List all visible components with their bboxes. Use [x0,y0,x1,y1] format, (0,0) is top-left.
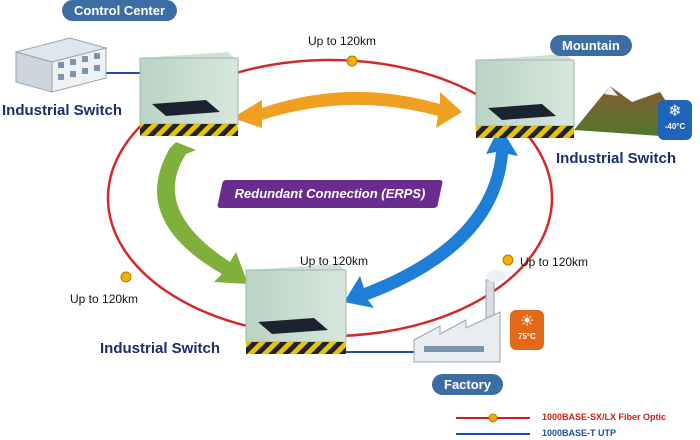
sun-thermometer-icon: ☀ [519,313,535,330]
switch-cabinet-top-right [475,54,576,138]
legend-fiber-label: 1000BASE-SX/LX Fiber Optic [542,412,667,422]
green-arrow [157,142,248,284]
switch-label-top-left: Industrial Switch [2,102,123,119]
distance-label-left: Up to 120km [70,292,139,306]
hot-temperature-badge: ☀ 75°C [510,310,544,350]
erps-banner-text: Redundant Connection (ERPS) [234,186,426,201]
switch-label-top-right: Industrial Switch [556,150,677,167]
cold-temperature-value: -40°C [664,122,686,131]
legend-fiber-marker [488,413,498,423]
fiber-marker-top [346,55,358,67]
distance-label-top: Up to 120km [308,34,377,48]
switch-cabinet-top-left [139,52,239,136]
switch-cabinet-bottom [245,264,348,354]
blue-arrow [344,126,518,308]
fiber-marker-left [120,271,132,283]
control-center-building-icon [14,37,108,93]
snowflake-thermometer-icon: ❄ [668,103,682,120]
distance-label-right: Up to 120km [520,255,589,269]
legend-utp-label: 1000BASE-T UTP [542,428,617,438]
location-label-control-center: Control Center [62,0,177,21]
erps-banner: Redundant Connection (ERPS) [217,180,443,208]
location-label-mountain: Mountain [550,35,632,56]
location-label-factory: Factory [432,374,503,395]
hot-temperature-value: 75°C [518,332,536,341]
orange-arrow [232,91,462,128]
switch-label-bottom: Industrial Switch [100,340,221,357]
distance-label-center: Up to 120km [300,254,369,268]
factory-icon [413,270,506,363]
fiber-marker-right [502,254,514,266]
cold-temperature-badge: ❄ -40°C [658,100,692,140]
